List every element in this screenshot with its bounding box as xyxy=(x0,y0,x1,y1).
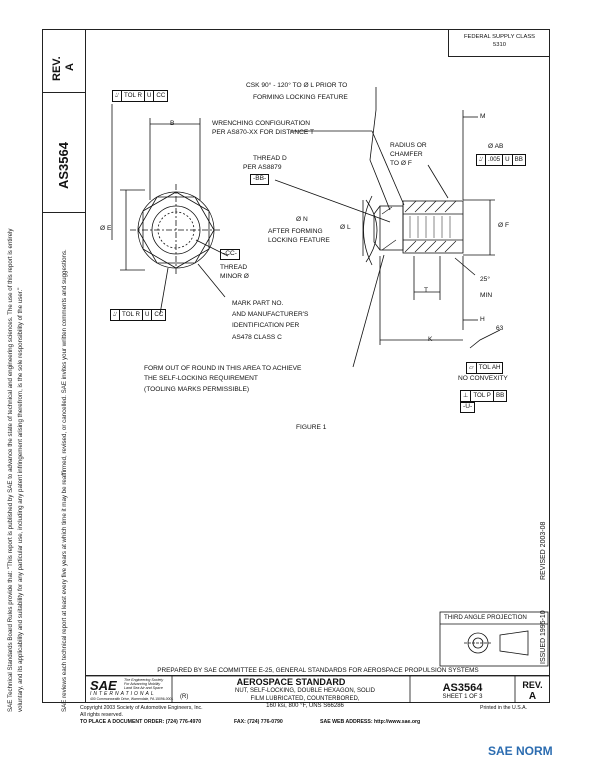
tb-rev-value: A xyxy=(528,691,537,702)
rev-cell: REV. A xyxy=(42,29,86,93)
no-convexity: NO CONVEXITY xyxy=(458,375,508,382)
datum-u: -U- xyxy=(460,402,476,413)
mark-note-3: IDENTIFICATION PER xyxy=(232,322,300,329)
fcf-ah-tol: TOL AH xyxy=(478,364,501,371)
fcf-mid-symbol: ⌰ xyxy=(111,310,121,320)
fcf-mid-tol: TOL R xyxy=(120,310,143,320)
fcf-p-symbol: ⊥ xyxy=(461,391,472,401)
dim-m: M xyxy=(480,113,486,120)
fcf-top: ⌰ TOL R U CC xyxy=(112,90,169,102)
dim-l: Ø L xyxy=(340,224,351,231)
tb-rev-label: REV. xyxy=(522,680,543,690)
surface-finish: 63 xyxy=(496,325,504,332)
footer-order: TO PLACE A DOCUMENT ORDER: (724) 776-497… xyxy=(80,719,202,725)
figure-label: FIGURE 1 xyxy=(296,424,327,431)
sae-tagline: The Engineering Society For Advancing Mo… xyxy=(124,678,163,690)
csk-note-1: CSK 90° - 120° TO Ø L PRIOR TO xyxy=(246,82,348,89)
radius-note-2: CHAMFER xyxy=(390,151,423,158)
wrench-note-1: WRENCHING CONFIGURATION xyxy=(212,120,311,127)
mark-note-1: MARK PART NO. xyxy=(232,300,284,307)
fcf-top-u: U xyxy=(145,91,155,101)
side-view-collar xyxy=(379,205,404,251)
form-note-3: (TOOLING MARKS PERMISSIBLE) xyxy=(144,386,250,393)
doc-number-cell: AS3564 xyxy=(42,93,86,213)
radius-note-1: RADIUS OR xyxy=(390,142,427,149)
wrench-note-2: PER AS870-XX FOR DISTANCE T xyxy=(212,129,314,136)
dim-n-2: AFTER FORMING xyxy=(268,228,323,235)
dim-n-3: LOCKING FEATURE xyxy=(268,237,330,244)
thread-minor-2: MINOR Ø xyxy=(220,273,249,280)
dim-e: Ø E xyxy=(100,225,112,232)
csk-note-2: FORMING LOCKING FEATURE xyxy=(253,94,348,101)
dim-h: H xyxy=(480,316,485,323)
form-note-1: FORM OUT OF ROUND IN THIS AREA TO ACHIEV… xyxy=(144,365,302,372)
footer-copyright: Copyright 2003 Society of Automotive Eng… xyxy=(80,705,203,711)
title-block-title: NUT, SELF-LOCKING, DOUBLE HEXAGON, SOLID… xyxy=(200,688,410,711)
thread-minor-1: THREAD xyxy=(220,264,248,271)
sae-intl: INTERNATIONAL xyxy=(90,691,156,697)
footer-fax: FAX: (724) 776-0790 xyxy=(234,719,283,725)
prepared-by: PREPARED BY SAE COMMITTEE E-25, GENERAL … xyxy=(86,666,550,676)
mark-note-4: AS478 CLASS C xyxy=(232,334,282,341)
sae-address: 400 Commonwealth Drive, Warrendale, PA 1… xyxy=(90,697,174,701)
fcf-ab-tol: .005 xyxy=(486,155,504,165)
fcf-ab: ⌰ .005 U BB xyxy=(476,154,526,166)
fcf-ab-u: U xyxy=(503,155,513,165)
thread-note-2: PER AS8879 xyxy=(243,164,282,171)
fcf-ah-symbol: ⏥ xyxy=(467,363,477,373)
fcf-p-bb: BB xyxy=(495,392,505,399)
fcf-top-symbol: ⌰ xyxy=(113,91,123,101)
third-angle-label: THIRD ANGLE PROJECTION xyxy=(444,614,527,621)
footer-printed: Printed in the U.S.A. xyxy=(480,705,527,711)
fcf-top-cc: CC xyxy=(156,92,166,99)
footer-rights: All rights reserved. xyxy=(80,712,123,718)
dim-n-1: Ø N xyxy=(296,216,308,223)
left-column: REV. A AS3564 xyxy=(42,29,86,703)
fcf-ab-symbol: ⌰ xyxy=(477,155,487,165)
fcf-p: ⊥ TOL P BB xyxy=(460,390,508,402)
dim-b: B xyxy=(170,120,175,127)
dim-ab: Ø AB xyxy=(488,143,504,150)
drawing-frame xyxy=(42,29,550,703)
mark-note-2: AND MANUFACTURER'S xyxy=(232,311,309,318)
fcf-p-tol: TOL P xyxy=(471,391,494,401)
fcf-mid-cc: CC xyxy=(154,311,164,318)
title-line-1: NUT, SELF-LOCKING, DOUBLE HEXAGON, SOLID xyxy=(234,688,376,694)
sae-tag-1: The Engineering Society xyxy=(124,678,164,682)
fcf-ah: ⏥ TOL AH xyxy=(466,362,504,374)
thread-datum-bb: -BB- xyxy=(250,174,270,185)
standard-type: AEROSPACE STANDARD xyxy=(236,677,346,687)
fcf-ab-bb: BB xyxy=(514,156,523,163)
federal-supply-class: FEDERAL SUPPLY CLASS 5310 xyxy=(448,29,550,57)
footer-web: SAE WEB ADDRESS: http://www.sae.org xyxy=(320,719,421,725)
angle-value: 25° xyxy=(480,276,490,283)
sae-tag-3: Land Sea Air and Space xyxy=(124,686,163,690)
fsc-line1: FEDERAL SUPPLY CLASS xyxy=(463,34,536,40)
radius-note-3: TO Ø F xyxy=(390,160,412,167)
datum-cc: -CC- xyxy=(220,249,240,260)
fcf-mid: ⌰ TOL R U CC xyxy=(110,309,167,321)
sae-tag-2: For Advancing Mobility xyxy=(124,682,161,686)
tb-doc-number: AS3564 xyxy=(442,682,483,694)
sae-logo: SAE xyxy=(90,678,117,693)
dim-k: K xyxy=(428,336,433,343)
fcf-top-tol: TOL R xyxy=(122,91,145,101)
sae-norm-watermark: SAE NORM xyxy=(488,744,553,758)
form-note-2: THE SELF-LOCKING REQUIREMENT xyxy=(144,375,258,382)
dim-f: Ø F xyxy=(498,222,509,229)
fcf-mid-u: U xyxy=(143,310,153,320)
angle-min: MIN xyxy=(480,292,493,299)
tb-sheet: SHEET 1 OF 3 xyxy=(442,694,483,700)
thread-note-1: THREAD D xyxy=(253,155,287,162)
dim-t: T xyxy=(424,287,429,294)
title-line-2: FILM LUBRICATED, COUNTERBORED, xyxy=(250,695,360,702)
title-line-3: 160 ksi, 800 °F, UNS S66286 xyxy=(266,703,344,709)
sae-logo-block: SAE The Engineering Society For Advancin… xyxy=(90,678,174,702)
fsc-line2: 5310 xyxy=(493,42,506,48)
r-mark: (R) xyxy=(180,694,189,700)
